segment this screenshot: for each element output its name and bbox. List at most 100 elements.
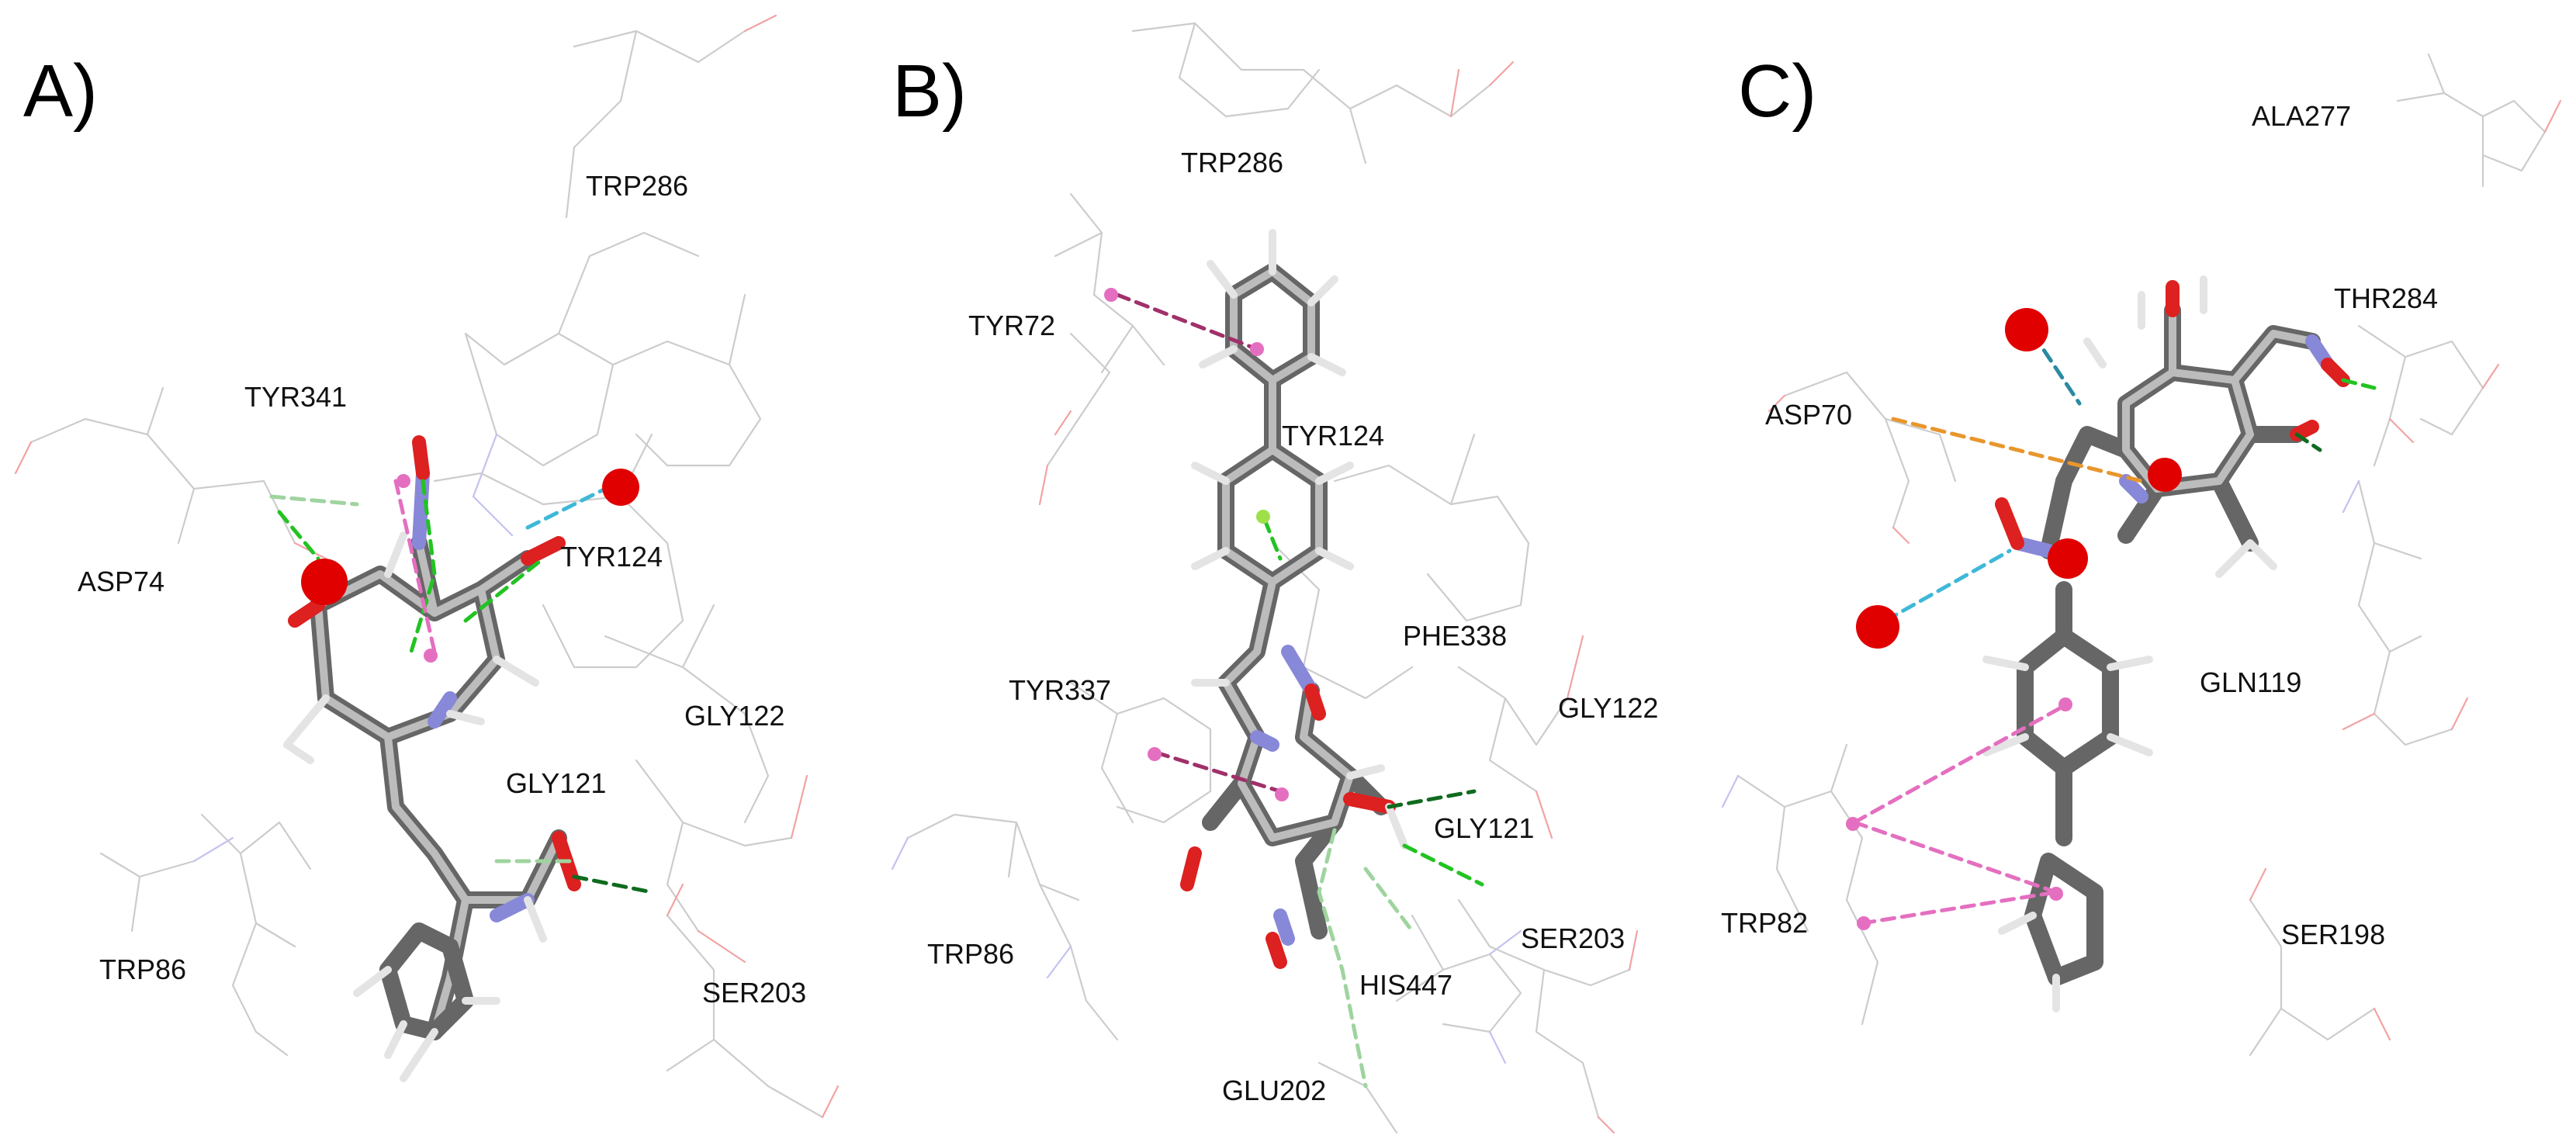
panel-c-hydrogens	[1982, 275, 2277, 1012]
pi-centroid-icon	[1275, 787, 1289, 801]
trp86-ring	[200, 813, 312, 1057]
gln119-residue	[2357, 479, 2453, 746]
ala277-residue	[2396, 53, 2547, 188]
ala277-oxygen	[2543, 99, 2562, 133]
ser203-b-oxygen	[1597, 929, 1639, 1134]
panel-b-residues	[891, 22, 1639, 1134]
panel-a-phenyl	[379, 922, 474, 1040]
glu202-backbone	[1317, 1061, 1398, 1134]
panel-c-oxygens	[1995, 280, 2350, 550]
thr284-residue	[2357, 324, 2484, 467]
gly121-hbond	[1387, 789, 1477, 809]
panel-b-ligand	[1180, 229, 1408, 969]
label-b-gly122: GLY122	[1558, 692, 1658, 724]
ser203-sidechain	[666, 914, 824, 1119]
ser198-oxygen	[2249, 867, 2391, 1041]
asp74-hbond	[277, 510, 320, 561]
asp70-salt-bridge	[1891, 417, 2144, 483]
label-a-trp86: TRP86	[99, 953, 186, 985]
label-a-asp74: ASP74	[78, 566, 164, 597]
panel-c-letter: C)	[1738, 50, 1816, 133]
tyr341-pi-contact	[393, 479, 437, 654]
trp82-pi-stack-1	[1852, 704, 2066, 825]
panel-b-oxygens	[1180, 683, 1396, 969]
trp286-sidechain	[464, 231, 762, 467]
tyr124-pi-contact	[1262, 517, 1283, 561]
panel-c: C)	[1721, 50, 2562, 1057]
trp82-ring	[1736, 743, 1879, 1026]
gly122-backbone	[635, 759, 793, 933]
label-b-phe338: PHE338	[1403, 620, 1507, 652]
water-sphere-icon	[2005, 308, 2048, 351]
trp86-backbone	[99, 852, 196, 933]
pi-centroid-icon	[2058, 697, 2072, 711]
gly122-oxygen	[697, 774, 808, 964]
label-a-gly121: GLY121	[506, 767, 606, 799]
trp86-b-ring	[906, 813, 1119, 1041]
gly122-b-oxygen	[1535, 635, 1584, 839]
tyr72-oxygen	[1038, 410, 1072, 506]
trp286-nitrogen	[472, 433, 514, 537]
panel-b: B)	[891, 22, 1658, 1134]
trp286-b-ring	[1131, 22, 1491, 164]
ser203-oxygen	[666, 883, 840, 1119]
label-b-ser203: SER203	[1521, 922, 1625, 954]
trp286-backbone	[565, 29, 746, 219]
asp74-pale-hbond	[269, 494, 359, 507]
pi-centroid-icon	[1148, 747, 1162, 761]
panel-c-ligand-highlight	[2122, 306, 2316, 493]
trp286-carbonyl	[743, 14, 777, 33]
water-sphere-icon	[301, 559, 348, 605]
label-c-asp70: ASP70	[1765, 399, 1852, 431]
label-b-gly121: GLY121	[1434, 812, 1534, 844]
panel-b-interactions	[1115, 292, 1484, 1088]
panel-a-interactions	[269, 479, 654, 895]
panel-c-benzyl	[2017, 581, 2119, 986]
tyr72-pi-stack	[1115, 292, 1259, 351]
pi-centroid-icon	[1104, 288, 1118, 302]
label-b-glu202: GLU202	[1222, 1075, 1326, 1106]
label-b-tyr337: TYR337	[1009, 674, 1111, 706]
pi-centroid-icon	[1256, 510, 1270, 524]
panel-c-residues	[1721, 53, 2562, 1057]
panel-a-oxygens	[288, 435, 581, 891]
asp70-residue	[1783, 371, 1957, 529]
label-c-thr284: THR284	[2334, 282, 2438, 314]
tyr337-ring	[1069, 681, 1212, 824]
label-a-gly122: GLY122	[684, 700, 784, 732]
pi-centroid-icon	[396, 474, 410, 488]
gly122-b	[1457, 666, 1569, 793]
label-a-ser203: SER203	[702, 977, 806, 1009]
label-b-trp86: TRP86	[927, 938, 1014, 970]
his447-pale-hbond	[1317, 828, 1368, 1088]
label-c-ser198: SER198	[2281, 919, 2385, 950]
gln119-oxygen	[2342, 697, 2469, 731]
water-sphere-icon	[1856, 605, 1899, 649]
panel-b-hydrogens	[1191, 229, 1408, 850]
water-sphere-icon	[602, 469, 639, 506]
his447-ring	[1395, 914, 1522, 1033]
label-a-tyr124: TYR124	[560, 541, 663, 573]
panel-c-ligand	[1982, 275, 2350, 1012]
label-b-tyr124: TYR124	[1282, 420, 1384, 452]
panel-a-hydrogens	[283, 531, 547, 1082]
panel-a: A)	[14, 14, 840, 1119]
ser203-b-hbond	[1402, 843, 1484, 887]
trp82-pi-stack-2	[1852, 820, 2058, 895]
trp82-pi-stack-3	[1860, 890, 2058, 926]
asp74-oxygen	[14, 441, 327, 560]
gln119-nitrogen	[2342, 479, 2360, 514]
pi-centroid-icon	[1250, 342, 1264, 356]
panel-b-nitrogens	[1250, 645, 1318, 946]
label-a-tyr341: TYR341	[244, 381, 347, 413]
pi-centroid-icon	[2049, 887, 2063, 901]
pi-centroid-icon	[1857, 916, 1871, 930]
panel-c-interactions	[1852, 331, 2377, 926]
tyr124-water-bridge	[525, 486, 608, 530]
ser203-b-backbone	[1457, 898, 1631, 1119]
trp82-nitrogen	[1721, 774, 1740, 808]
label-b-his447: HIS447	[1359, 969, 1452, 1001]
ser203-hbond	[572, 874, 654, 895]
